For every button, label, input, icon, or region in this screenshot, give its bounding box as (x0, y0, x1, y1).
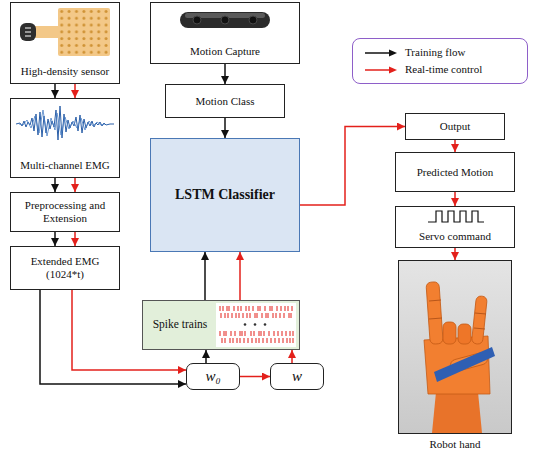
weight-box: w₀ (186, 363, 240, 390)
flow-arrow (224, 118, 226, 138)
capture-box: Motion Capture (150, 2, 300, 64)
pulse-symbol (428, 211, 484, 222)
sensor-illustration (20, 8, 110, 56)
node-label: Extended EMG (1024*t) (15, 255, 115, 280)
node-label: Output (440, 120, 471, 133)
legend-label: Training flow (405, 46, 465, 59)
flow-arrow (240, 376, 270, 378)
node-label: Servo command (419, 230, 491, 243)
node-label: Motion Class (196, 95, 255, 108)
flow-arrow (74, 178, 76, 192)
robot-hand-photo (399, 261, 511, 433)
flow-arrow (454, 248, 456, 260)
flow-arrow (454, 192, 456, 206)
process-box: Extended EMG (1024*t) (10, 246, 120, 290)
camera-illustration (180, 12, 270, 28)
flow-arrow (74, 84, 76, 98)
process-box: Preprocessing and Extension (10, 192, 120, 232)
node-label: Preprocessing and Extension (15, 199, 115, 224)
legend-row: Training flow (363, 44, 517, 61)
servo-box: Servo command (395, 206, 515, 248)
flow-arrow (205, 350, 207, 363)
flow-arrow (239, 252, 241, 300)
robot-box: Robot hand (398, 260, 512, 451)
node-label: w (292, 368, 302, 385)
spike-raster (142, 300, 300, 350)
sensor-box: High-density sensor (10, 2, 120, 84)
flow-arrow (224, 64, 226, 84)
weight-box: w (270, 363, 324, 390)
emg-waveform (16, 106, 114, 140)
legend-sample (363, 65, 399, 75)
flow-arrow (300, 127, 405, 206)
spike-box: Spike trains (142, 300, 300, 350)
photo-frame (398, 260, 512, 434)
flow-arrow (54, 84, 56, 98)
node-label: w₀ (205, 368, 220, 385)
signal-box: Multi-channel EMG (10, 98, 120, 178)
flow-arrow (454, 140, 456, 152)
node-label: Motion Capture (190, 45, 260, 58)
legend-box: Training flowReal-time control (352, 38, 528, 84)
flow-arrow (40, 290, 186, 384)
node-label: Multi-channel EMG (20, 159, 110, 172)
process-box: Output (405, 113, 505, 140)
legend-row: Real-time control (363, 61, 517, 78)
flow-arrow (74, 232, 76, 246)
classifier-box: LSTM Classifier (150, 138, 300, 252)
node-label: Robot hand (429, 438, 480, 451)
process-box: Predicted Motion (395, 152, 515, 192)
flow-arrow (54, 178, 56, 192)
node-label: Predicted Motion (417, 166, 494, 179)
node-label: Spike trains (153, 318, 208, 331)
flow-arrow (54, 232, 56, 246)
process-box: Motion Class (165, 84, 285, 118)
legend-sample (363, 48, 399, 58)
node-label: LSTM Classifier (175, 187, 275, 203)
node-label: High-density sensor (21, 65, 109, 78)
flow-arrow (291, 350, 293, 363)
flow-arrow (204, 252, 206, 300)
legend-label: Real-time control (405, 63, 482, 76)
